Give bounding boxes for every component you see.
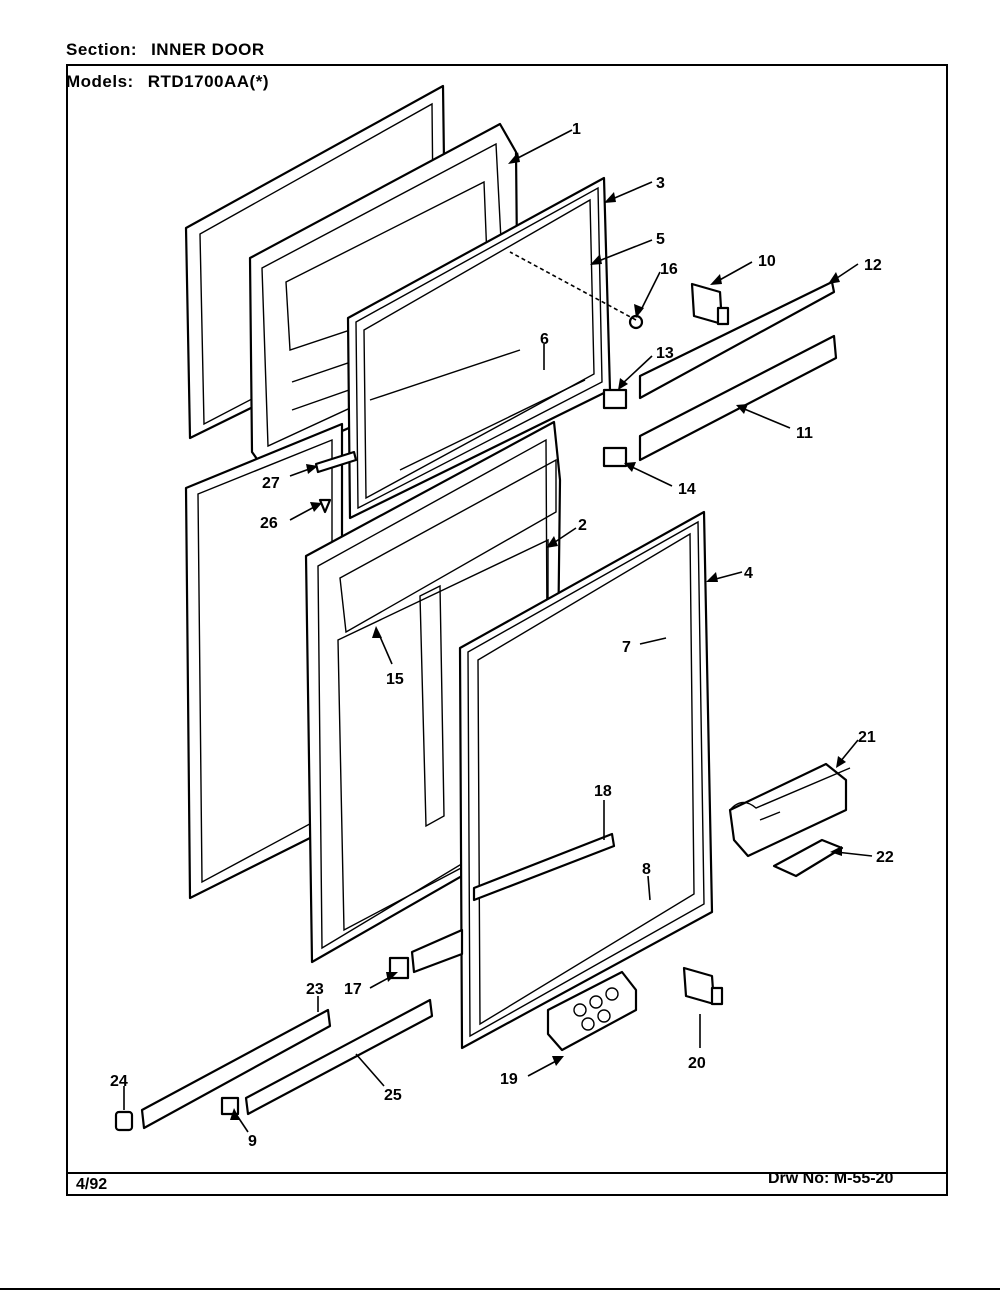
callout-11: 11 xyxy=(796,425,813,442)
screw-26 xyxy=(318,498,332,514)
diagram-frame xyxy=(66,64,948,1196)
callout-15: 15 xyxy=(386,671,404,688)
callout-20: 20 xyxy=(688,1055,706,1072)
end-cap-13 xyxy=(602,388,628,410)
clip-10 xyxy=(690,282,730,326)
shelf-bar-25 xyxy=(244,998,434,1116)
egg-tray-19 xyxy=(546,970,638,1052)
callout-7: 7 xyxy=(622,639,631,656)
callout-22: 22 xyxy=(876,849,894,866)
callout-23: 23 xyxy=(306,981,324,998)
strip-27 xyxy=(314,450,358,474)
callout-6: 6 xyxy=(540,331,549,348)
callout-17: 17 xyxy=(344,981,362,998)
callout-26: 26 xyxy=(260,515,278,532)
callout-9: 9 xyxy=(248,1133,257,1150)
models-label: Models: xyxy=(66,72,134,91)
callout-10: 10 xyxy=(758,253,776,270)
freezer-shelf-bar-12 xyxy=(638,280,836,400)
shelf-bar-18 xyxy=(472,832,616,902)
dairy-door-21 xyxy=(728,762,851,858)
callout-2: 2 xyxy=(578,517,587,534)
callout-24: 24 xyxy=(110,1073,128,1090)
models-value: RTD1700AA(*) xyxy=(147,72,269,91)
callout-4: 4 xyxy=(744,565,753,582)
footer-divider xyxy=(66,1172,948,1174)
section-heading: Section: INNER DOOR xyxy=(66,40,265,60)
callout-8: 8 xyxy=(642,861,651,878)
callout-13: 13 xyxy=(656,345,674,362)
section-label: Section: xyxy=(66,40,138,59)
leaders xyxy=(123,129,873,1133)
callout-21: 21 xyxy=(858,729,876,746)
callout-19: 19 xyxy=(500,1071,518,1088)
section-value: INNER DOOR xyxy=(151,40,265,59)
callout-1: 1 xyxy=(572,121,581,138)
clip-20 xyxy=(682,966,724,1006)
shelf-bar-stub xyxy=(410,928,464,974)
callout-12: 12 xyxy=(864,257,882,274)
page-bottom-rule xyxy=(0,1288,1000,1290)
callout-27: 27 xyxy=(262,475,280,492)
callout-5: 5 xyxy=(656,231,665,248)
callout-3: 3 xyxy=(656,175,665,192)
callout-16: 16 xyxy=(660,261,678,278)
models-heading: Models: RTD1700AA(*) xyxy=(66,72,269,92)
callout-18: 18 xyxy=(594,783,612,800)
freezer-shelf-bar-11 xyxy=(638,334,838,462)
end-cap-14 xyxy=(602,446,628,468)
fresh-food-door-gasket xyxy=(458,510,714,1050)
callout-14: 14 xyxy=(678,481,696,498)
drawing-number: Drw No: M-55-20 xyxy=(768,1170,894,1187)
dairy-bin-22 xyxy=(772,838,844,878)
end-cap-24 xyxy=(114,1110,134,1132)
revision-date: 4/92 xyxy=(76,1176,108,1193)
callout-25: 25 xyxy=(384,1087,402,1104)
shelf-bar-23 xyxy=(140,1008,332,1130)
